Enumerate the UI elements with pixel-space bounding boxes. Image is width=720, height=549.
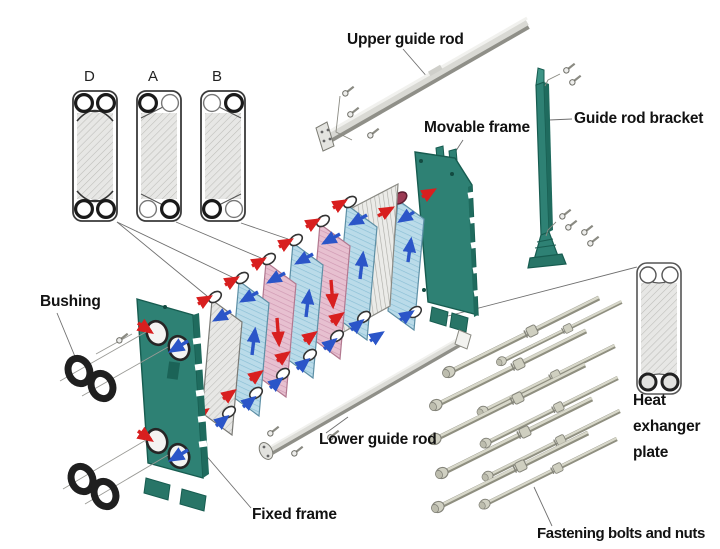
label-heat-exchanger-plate-line2: exhanger <box>633 418 701 435</box>
bushing-ring <box>64 354 94 388</box>
screw-icon <box>567 74 584 87</box>
blue-flow-arrows <box>212 208 417 431</box>
movable-frame-illustration <box>414 145 483 333</box>
label-fastening-bolts-and-nuts: Fastening bolts and nuts <box>537 525 705 542</box>
plate-stack-illustration <box>193 182 437 437</box>
bushings-illustration <box>59 331 169 511</box>
screw-icon <box>265 425 282 438</box>
label-fixed-frame: Fixed frame <box>252 506 337 523</box>
plate-drawing-d <box>72 90 118 222</box>
screw-icon <box>289 445 306 458</box>
screw-icon <box>579 224 596 237</box>
screw-icon <box>585 235 602 248</box>
upper-guide-rod-illustration <box>315 16 530 152</box>
bushing-ring <box>67 462 97 496</box>
lower-guide-rod-illustration <box>258 329 472 460</box>
label-heat-exchanger-plate-line1: Heat <box>633 392 666 409</box>
guide-rod-bracket-illustration <box>527 62 602 269</box>
plate-drawing-a <box>136 90 182 222</box>
label-plate-b: B <box>212 68 223 85</box>
heat-exchanger-plate-illustration <box>636 262 682 395</box>
screw-icon <box>561 62 578 75</box>
screw-icon <box>557 208 574 221</box>
label-movable-frame: Movable frame <box>424 119 530 136</box>
leader-lines <box>56 48 638 527</box>
screw-icon <box>340 85 357 98</box>
bushing-ring <box>87 369 117 403</box>
label-plate-d: D <box>84 68 95 85</box>
label-guide-rod-bracket: Guide rod bracket <box>574 110 704 127</box>
label-bushing: Bushing <box>40 293 101 310</box>
screw-icon <box>563 219 580 232</box>
fastening-bolts-illustration <box>427 297 622 515</box>
bushing-ring <box>90 477 120 511</box>
screw-icon <box>365 127 382 140</box>
red-flow-arrows <box>193 188 437 423</box>
plate-drawing-b <box>200 90 246 222</box>
label-plate-a: A <box>148 68 159 85</box>
label-heat-exchanger-plate-line3: plate <box>633 444 669 461</box>
label-lower-guide-rod: Lower guide rod <box>319 431 437 448</box>
label-upper-guide-rod: Upper guide rod <box>347 31 464 48</box>
fixed-frame-illustration <box>136 298 209 512</box>
